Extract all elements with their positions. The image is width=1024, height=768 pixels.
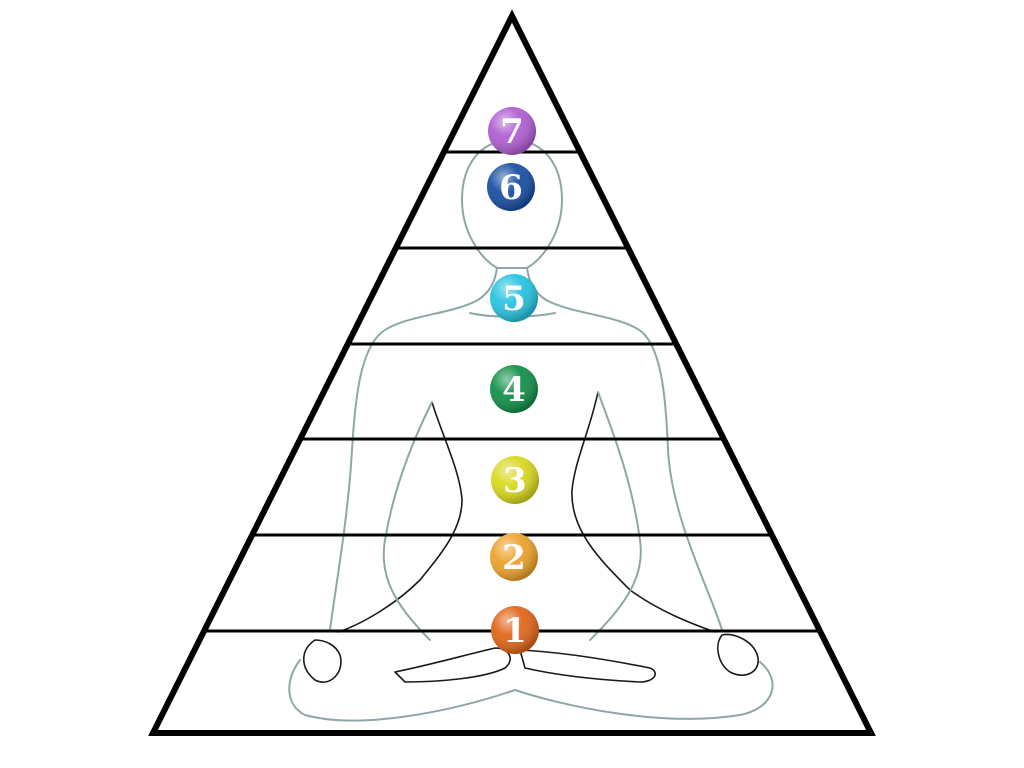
meditating-figure (288, 139, 774, 722)
chakra-6: 6 (487, 163, 535, 211)
chakra-4: 4 (490, 365, 538, 413)
chakra-5: 5 (490, 274, 538, 322)
chakra-4-shine (490, 365, 538, 413)
figure-head (461, 139, 563, 269)
chakra-1-label: 1 (503, 611, 527, 651)
chakra-2: 2 (490, 533, 538, 581)
figure-feet (394, 647, 656, 683)
figure-left-torso (382, 401, 433, 641)
chakra-7-label: 7 (500, 112, 524, 152)
chakra-1-shine (491, 606, 539, 654)
figure-right-arm (545, 299, 723, 631)
figure-right-inner-arm (571, 391, 716, 633)
chakra-2-shine (490, 533, 538, 581)
chakra-3: 3 (491, 456, 539, 504)
figure-right-hand (717, 633, 759, 676)
chakra-1: 1 (491, 606, 539, 654)
figure-right-torso (589, 391, 642, 641)
chakra-7-shine (488, 107, 536, 155)
figure-left-arm (329, 299, 479, 631)
pyramid-outline (148, 9, 876, 736)
chakra-3-label: 3 (503, 461, 527, 501)
chakra-5-label: 5 (502, 279, 526, 319)
chakra-6-shine (487, 163, 535, 211)
figure-legs (288, 659, 774, 722)
chakra-5-shine (490, 274, 538, 322)
chakra-spheres: 1 2 3 4 5 6 7 (487, 107, 539, 654)
chakra-3-shine (491, 456, 539, 504)
chakra-7: 7 (488, 107, 536, 155)
chakra-6-label: 6 (499, 168, 523, 208)
chakra-2-label: 2 (502, 538, 526, 578)
figure-left-inner-arm (337, 401, 463, 633)
figure-left-hand (302, 639, 342, 683)
chakra-4-label: 4 (502, 370, 526, 410)
